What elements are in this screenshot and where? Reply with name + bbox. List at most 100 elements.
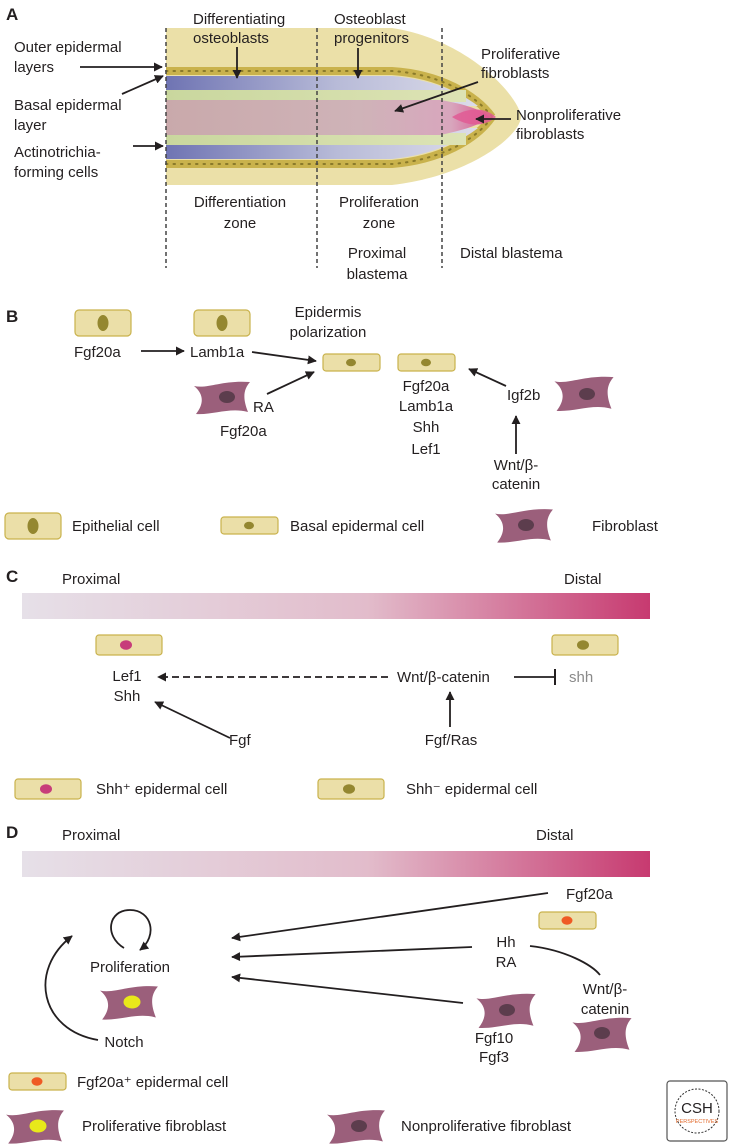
label-d-distal: Distal [536, 827, 574, 844]
legend-shh-negative: Shh⁻ epidermal cell [406, 781, 537, 798]
arrow-fgf10-proliferation [231, 973, 464, 1004]
legend-shh-negative-swatch [317, 778, 385, 800]
epithelial-cell-1 [74, 309, 132, 337]
label-b-fgf20a: Fgf20a [74, 344, 121, 361]
mesenchyme-core [166, 100, 490, 135]
label-d-fgf10: Fgf10 [475, 1030, 513, 1047]
basal-epidermal-layer-top-dots [165, 70, 493, 118]
legend-fibroblast-swatch [495, 509, 553, 543]
legend-fibroblast: Fibroblast [592, 518, 659, 535]
legend-shh-positive: Shh⁺ epidermal cell [96, 781, 227, 798]
arrow-notch-proliferation [44, 935, 99, 1041]
legend-b: Epithelial cell Basal epidermal cell Fib… [4, 509, 659, 543]
arrow-igf2b-targets [468, 368, 507, 387]
legend-shh-positive-swatch [14, 778, 82, 800]
nonproliferative-fibroblast-d1 [476, 993, 536, 1028]
label-b-igf2b: Igf2b [507, 387, 540, 404]
legend-proliferative-fibroblast-swatch [6, 1110, 64, 1144]
label-b-ra: RA [253, 399, 274, 416]
label-c-wnt: Wnt/β-catenin [397, 669, 490, 686]
label-d-fgf20a: Fgf20a [566, 886, 613, 903]
label-c-fgf: Fgf [229, 732, 252, 749]
basal-epidermal-cell-1 [322, 353, 381, 372]
distal-tip [452, 109, 496, 125]
legend-nonproliferative-fibroblast-swatch [327, 1110, 385, 1144]
line-wnt-hh [529, 945, 601, 976]
label-c-distal: Distal [564, 571, 602, 588]
fgf20a-positive-cell [538, 911, 597, 930]
arrow-lamb1a-polarization [251, 351, 317, 365]
actinotrichia-band-bottom [166, 133, 466, 145]
legend-basal-epidermal-cell-swatch [220, 516, 279, 535]
label-d-wnt: Wnt/β-catenin [581, 981, 629, 1018]
fin-schematic [165, 28, 521, 185]
label-b-wnt: Wnt/β-catenin [492, 457, 540, 493]
nonproliferative-fibroblast-d2 [572, 1017, 632, 1052]
arrow-hh-proliferation [231, 946, 473, 962]
panel-a-letter: A [6, 5, 18, 24]
arrow-ra-polarization [266, 371, 315, 395]
label-d-proximal: Proximal [62, 827, 120, 844]
label-b-lamb1a: Lamb1a [190, 344, 245, 361]
legend-d: Fgf20a⁺ epidermal cell Proliferative fib… [6, 1072, 572, 1144]
legend-fgf20a-cell-swatch [8, 1072, 67, 1091]
label-b-ra-fgf20a: Fgf20a [220, 423, 267, 440]
panel-d-letter: D [6, 823, 18, 842]
label-d-notch: Notch [104, 1034, 143, 1051]
panel-b-letter: B [6, 307, 18, 326]
logo-text-csh: CSH [681, 1100, 713, 1117]
label-d-proliferation: Proliferation [90, 959, 170, 976]
label-distal-blastema: Distal blastema [460, 245, 563, 262]
legend-epithelial-cell-swatch [4, 512, 62, 540]
label-c-proximal: Proximal [62, 571, 120, 588]
csh-logo: CSH PERSPECTIVES [666, 1080, 728, 1142]
shh-positive-cell [95, 634, 163, 656]
arrow-fgf-shh [154, 701, 231, 739]
panel-d: D Proximal Distal Fgf20a Proliferation N… [6, 823, 650, 1144]
arrow-fgf20a-proliferation [231, 892, 549, 942]
epithelial-cell-2 [193, 309, 251, 337]
legend-proliferative-fibroblast: Proliferative fibroblast [82, 1118, 227, 1135]
shh-negative-cell [551, 634, 619, 656]
logo-text-perspectives: PERSPECTIVES [676, 1119, 719, 1125]
arrow-basal-epidermal [121, 75, 164, 95]
gradient-bar-c [22, 593, 650, 619]
legend-c: Shh⁺ epidermal cell Shh⁻ epidermal cell [14, 778, 537, 800]
label-c-shh: Shh [114, 688, 141, 705]
legend-basal-epidermal-cell: Basal epidermal cell [290, 518, 424, 535]
label-d-fgf3: Fgf3 [479, 1049, 509, 1066]
label-c-fgf-ras: Fgf/Ras [425, 732, 478, 749]
legend-epithelial-cell: Epithelial cell [72, 518, 160, 535]
basal-epidermal-cell-2 [397, 353, 456, 372]
label-c-lef1: Lef1 [112, 668, 141, 685]
fibroblast-b-left [194, 381, 250, 415]
legend-fgf20a-cell: Fgf20a⁺ epidermal cell [77, 1074, 228, 1091]
panel-c-letter: C [6, 567, 18, 586]
legend-nonproliferative-fibroblast: Nonproliferative fibroblast [401, 1118, 572, 1135]
self-loop-proliferation [110, 909, 152, 951]
actinotrichia-band-top [166, 90, 466, 102]
label-c-shh-lower: shh [569, 669, 593, 686]
label-d-hh: Hh [496, 934, 515, 951]
arrow-proliferative-fibroblasts [394, 81, 479, 113]
fibroblast-b-right [554, 376, 614, 411]
basal-epidermal-layer-bottom-dots [165, 116, 493, 165]
label-actinotrichia: Actinotrichia-forming cells [14, 144, 101, 181]
proliferative-fibroblast-d [100, 986, 158, 1020]
panel-c: C Proximal Distal Lef1 Shh Wnt/β-catenin… [6, 567, 650, 800]
label-d-ra: RA [496, 954, 517, 971]
